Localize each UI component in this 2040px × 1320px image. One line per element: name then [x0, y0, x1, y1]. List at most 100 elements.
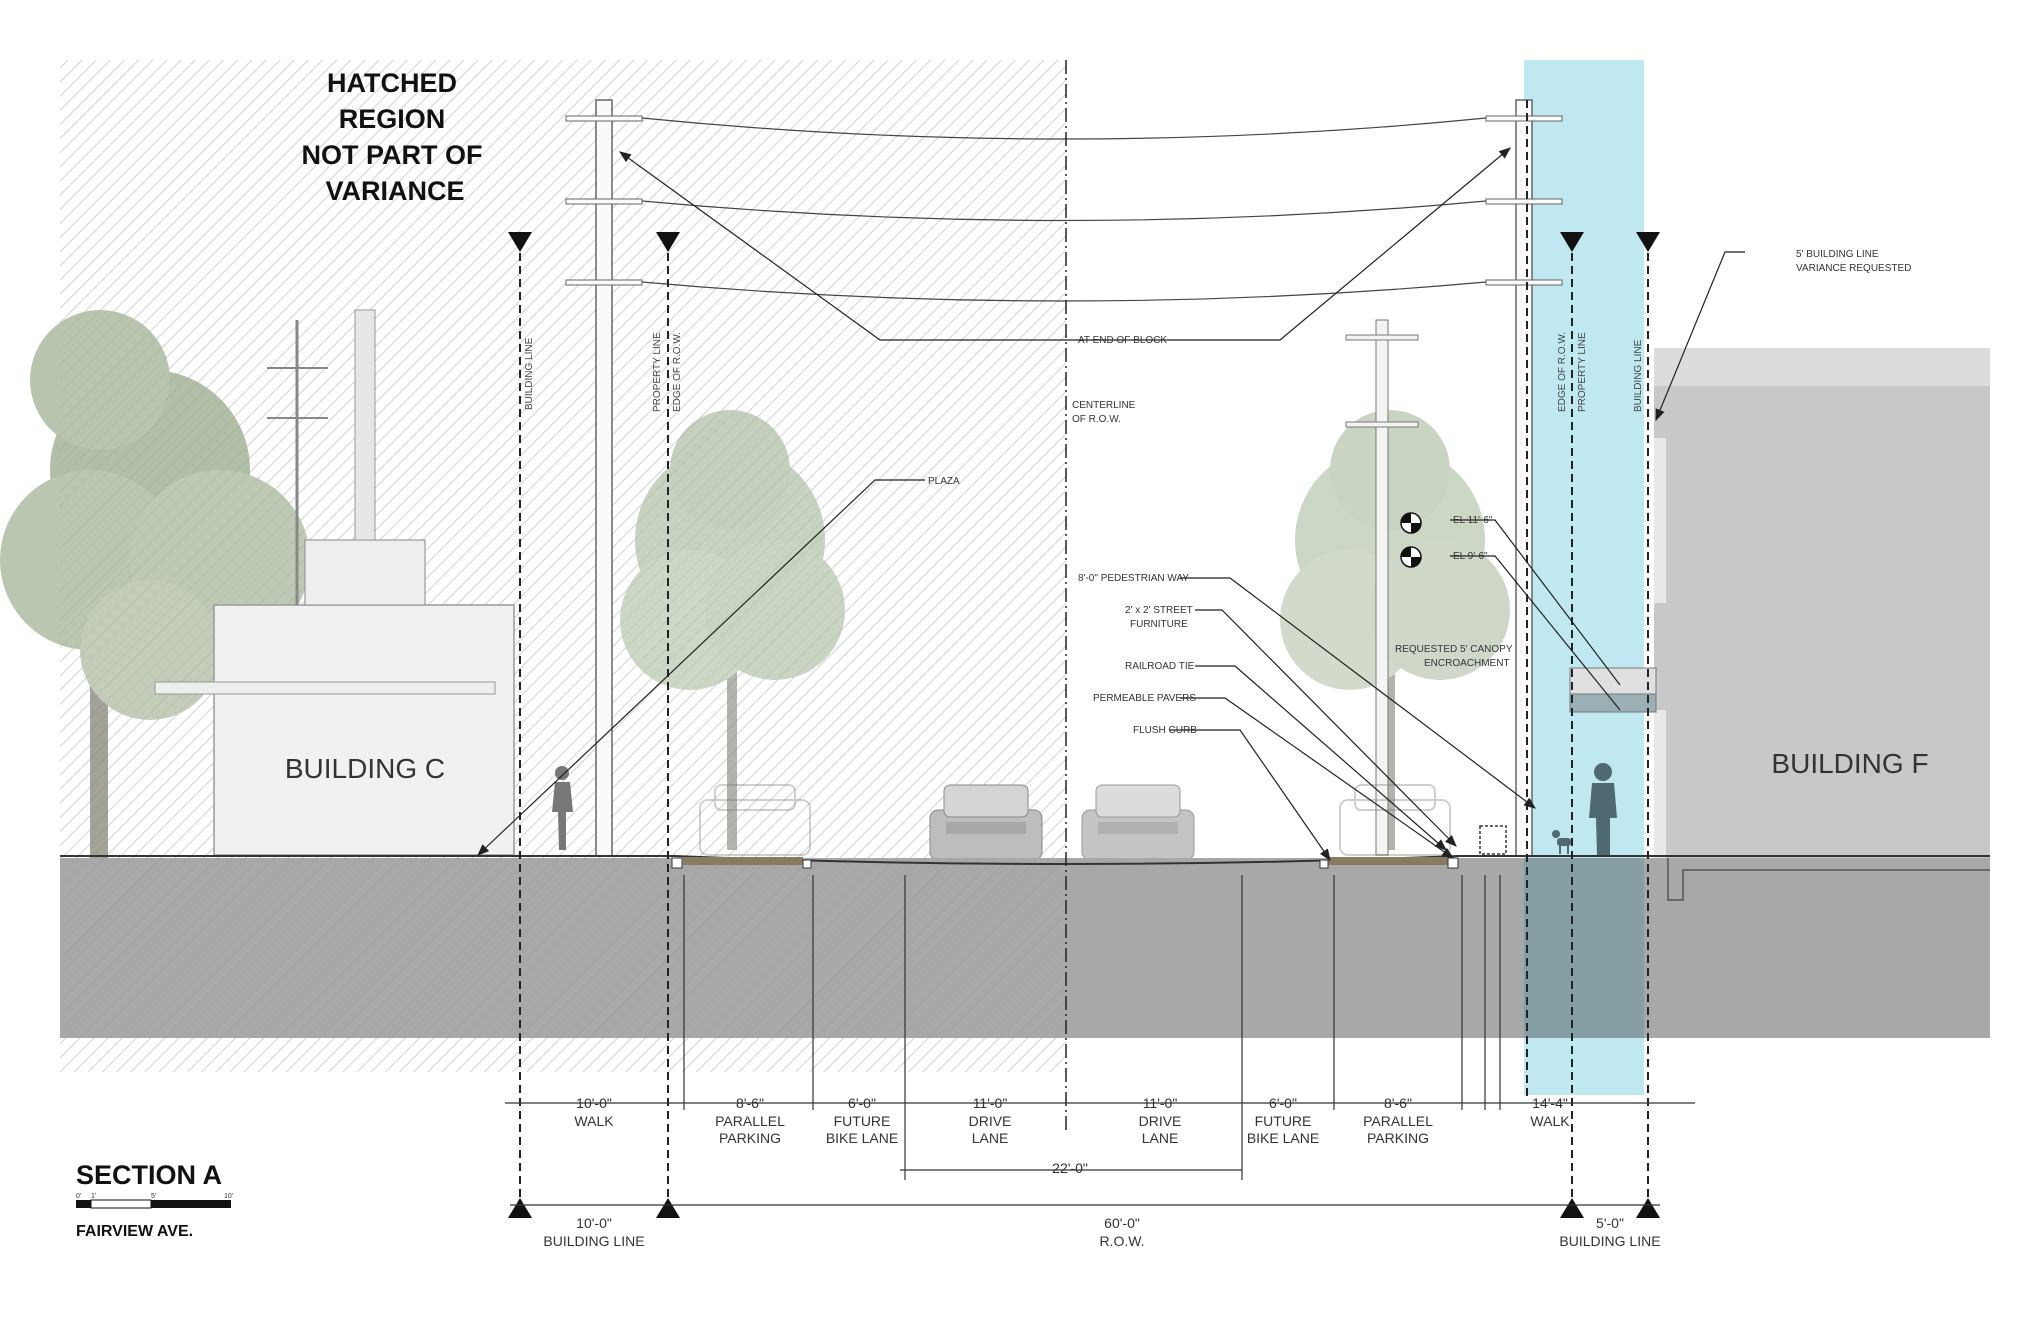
svg-text:PARKING: PARKING: [719, 1130, 781, 1146]
dimension-segment-drive-left: 11'-0" DRIVE LANE: [969, 1095, 1012, 1146]
building-line-right-label: BUILDING LINE: [1633, 339, 1644, 412]
bottom-dimension-row: 60'-0" R.O.W.: [1099, 1215, 1144, 1249]
street-furniture-callout-1: 2' x 2' STREET: [1125, 605, 1193, 616]
car-drive-lane-right: [1081, 784, 1195, 861]
dimension-segment-bike-left: 6'-0" FUTURE BIKE LANE: [826, 1095, 898, 1146]
building-line-left-label: BUILDING LINE: [524, 337, 535, 410]
building-f: [1569, 348, 1990, 900]
building-f-foundation: [1667, 858, 1990, 901]
svg-text:NOT PART OF: NOT PART OF: [302, 140, 483, 170]
section-title: SECTION A: [76, 1160, 222, 1190]
canopy-callout-1: REQUESTED 5' CANOPY: [1395, 644, 1513, 655]
svg-text:10'-0": 10'-0": [576, 1095, 612, 1111]
svg-text:5': 5': [151, 1193, 156, 1200]
svg-text:BIKE LANE: BIKE LANE: [1247, 1130, 1319, 1146]
elevation-markers: [1400, 512, 1422, 568]
svg-text:5'-0": 5'-0": [1596, 1215, 1624, 1231]
svg-text:14'-4": 14'-4": [1532, 1095, 1568, 1111]
bottom-dimension-building-line-left: 10'-0" BUILDING LINE: [543, 1215, 644, 1249]
centerline-callout-1: CENTERLINE: [1072, 400, 1136, 411]
curb-left-b: [802, 859, 812, 869]
street-furniture-box: [1479, 825, 1507, 855]
svg-text:8'-6": 8'-6": [1384, 1095, 1412, 1111]
svg-text:PARALLEL: PARALLEL: [715, 1113, 785, 1129]
svg-text:10': 10': [224, 1193, 233, 1200]
overhead-wires: [641, 117, 1487, 302]
elevation-lower-label: EL 9'-6": [1453, 551, 1488, 562]
railroad-tie-callout: RAILROAD TIE: [1125, 661, 1195, 672]
scale-bar: 0' 1' 5' 10': [76, 1193, 233, 1209]
dimension-segment-walk-left: 10'-0" WALK: [574, 1095, 614, 1129]
hatched-region-note: HATCHED REGION NOT PART OF VARIANCE: [302, 68, 483, 206]
curb-right-b: [1447, 857, 1459, 869]
leader-lines: [477, 147, 1745, 861]
building-c-label: BUILDING C: [285, 753, 445, 784]
dog: [1552, 830, 1571, 854]
plaza-callout: PLAZA: [928, 476, 960, 487]
planter-left: [683, 857, 803, 865]
svg-text:WALK: WALK: [574, 1113, 614, 1129]
parked-car-left: [699, 784, 811, 856]
dimension-segment-bike-right: 6'-0" FUTURE BIKE LANE: [1247, 1095, 1319, 1146]
svg-text:VARIANCE: VARIANCE: [325, 176, 464, 206]
utility-pole-small: [1345, 319, 1419, 856]
svg-text:PARALLEL: PARALLEL: [1363, 1113, 1433, 1129]
property-line-left-label: PROPERTY LINE: [652, 332, 663, 412]
street-furniture-callout-2: FURNITURE: [1130, 619, 1188, 630]
curb-left-a: [671, 857, 683, 869]
curb-right-a: [1319, 859, 1329, 869]
dimension-segment-walk-right: 14'-4" WALK: [1530, 1095, 1570, 1129]
svg-text:10'-0": 10'-0": [576, 1215, 612, 1231]
svg-text:FUTURE: FUTURE: [1255, 1113, 1312, 1129]
centerline-callout-2: OF R.O.W.: [1072, 414, 1121, 425]
planter-right: [1328, 857, 1448, 865]
car-drive-lane-left: [929, 784, 1043, 861]
dimension-segment-parking-left: 8'-6" PARALLEL PARKING: [715, 1095, 785, 1146]
svg-text:HATCHED: HATCHED: [327, 68, 457, 98]
svg-text:PARKING: PARKING: [1367, 1130, 1429, 1146]
ground-highlight: [1524, 858, 1644, 1038]
dimension-segment-parking-right: 8'-6" PARALLEL PARKING: [1363, 1095, 1433, 1146]
top-markers: [508, 232, 1660, 252]
svg-text:6'-0": 6'-0": [1269, 1095, 1297, 1111]
permeable-pavers-callout: PERMEABLE PAVERS: [1093, 693, 1196, 704]
street-name: FAIRVIEW AVE.: [76, 1223, 193, 1240]
dimension-lines: [505, 1102, 1695, 1206]
property-line-right-label: PROPERTY LINE: [1577, 332, 1588, 412]
bottom-markers: [508, 1198, 1660, 1218]
svg-text:DRIVE: DRIVE: [969, 1113, 1012, 1129]
reference-lines: [519, 100, 1649, 1200]
svg-text:11'-0": 11'-0": [973, 1095, 1008, 1111]
variance-callout-2: VARIANCE REQUESTED: [1796, 263, 1911, 274]
svg-text:R.O.W.: R.O.W.: [1099, 1233, 1144, 1249]
svg-text:DRIVE: DRIVE: [1139, 1113, 1182, 1129]
pedestrian-way-callout: 8'-0" PEDESTRIAN WAY: [1078, 573, 1189, 584]
svg-text:LANE: LANE: [1142, 1130, 1179, 1146]
svg-text:0': 0': [76, 1193, 81, 1200]
svg-text:BUILDING LINE: BUILDING LINE: [543, 1233, 644, 1249]
utility-pole-left: [565, 99, 643, 857]
elevation-upper-label: EL 11'-6": [1453, 515, 1493, 526]
svg-text:8'-6": 8'-6": [736, 1095, 764, 1111]
edge-row-right-label: EDGE OF R.O.W.: [1557, 332, 1568, 412]
svg-text:WALK: WALK: [1530, 1113, 1570, 1129]
ground-hatch: [60, 858, 1066, 1038]
flush-curb-callout: FLUSH CURB: [1133, 725, 1197, 736]
svg-text:FUTURE: FUTURE: [834, 1113, 891, 1129]
edge-row-left-label: EDGE OF R.O.W.: [672, 332, 683, 412]
tree-middle: [620, 410, 845, 850]
dimension-ticks: [683, 875, 1501, 1180]
svg-text:11'-0": 11'-0": [1143, 1095, 1178, 1111]
end-of-block-callout: AT END OF BLOCK: [1078, 335, 1167, 346]
svg-text:1': 1': [91, 1193, 96, 1200]
variance-callout-1: 5' BUILDING LINE: [1796, 249, 1879, 260]
building-c: [154, 309, 515, 856]
svg-text:60'-0": 60'-0": [1104, 1215, 1140, 1231]
building-f-label: BUILDING F: [1771, 748, 1928, 779]
pedestrian-left: [552, 766, 573, 850]
bottom-dimension-building-line-right: 5'-0" BUILDING LINE: [1559, 1215, 1660, 1249]
svg-text:BUILDING LINE: BUILDING LINE: [1559, 1233, 1660, 1249]
svg-text:6'-0": 6'-0": [848, 1095, 876, 1111]
dimension-segment-drive-right: 11'-0" DRIVE LANE: [1139, 1095, 1182, 1146]
pedestrian-right: [1589, 763, 1617, 855]
